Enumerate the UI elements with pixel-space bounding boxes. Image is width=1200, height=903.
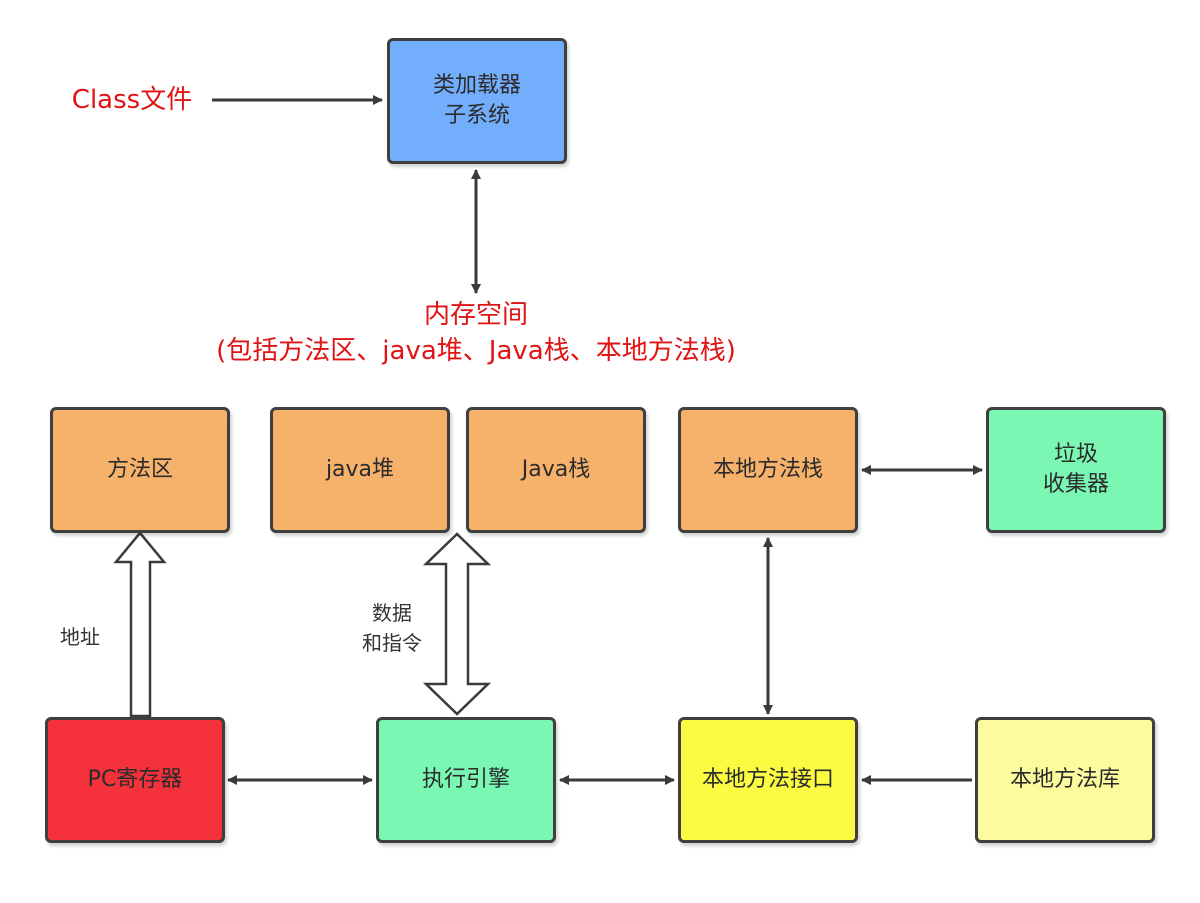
garbage-collector-box: 垃圾 收集器 (986, 407, 1166, 533)
method-area-box: 方法区 (50, 407, 230, 533)
data-instructions-label: 数据 和指令 (362, 601, 422, 655)
pc-register-box: PC寄存器 (45, 717, 225, 843)
address-label: 地址 (60, 625, 100, 649)
execution-engine-box: 执行引擎 (376, 717, 556, 843)
native-method-stack-box: 本地方法栈 (678, 407, 858, 533)
java-stack-box: Java栈 (466, 407, 646, 533)
class-file-label: Class文件 (71, 85, 193, 115)
hollow-arrow-data-instructions (422, 532, 492, 716)
memory-space-detail: (包括方法区、java堆、Java栈、本地方法栈) (216, 336, 736, 366)
class-loader-subsystem-box: 类加载器 子系统 (387, 38, 567, 164)
native-method-interface-box: 本地方法接口 (678, 717, 858, 843)
hollow-arrow-address (113, 531, 167, 718)
java-heap-box: java堆 (270, 407, 450, 533)
native-method-library-box: 本地方法库 (975, 717, 1155, 843)
memory-space-title: 内存空间 (423, 300, 528, 330)
